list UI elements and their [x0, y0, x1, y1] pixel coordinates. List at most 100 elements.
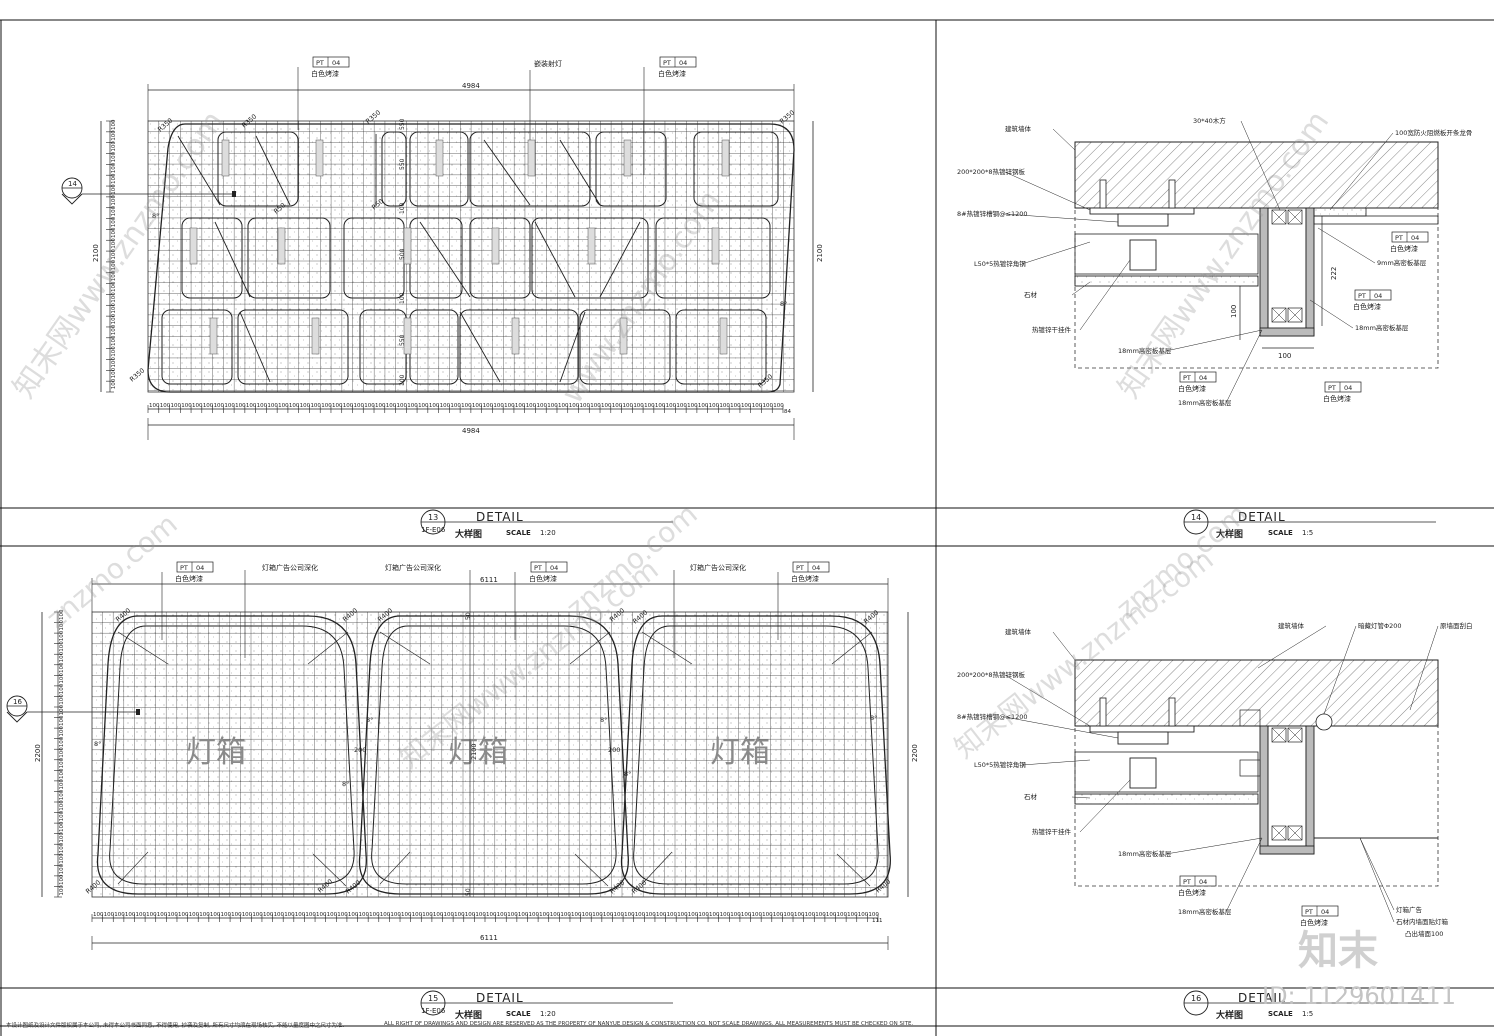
anchor-bolt [1099, 697, 1107, 727]
center-dimension-text: 2100 [470, 743, 478, 760]
radius-leader [117, 851, 149, 885]
row-dimension: 100 [111, 151, 117, 162]
spotlight-icon [587, 227, 596, 265]
panel-13-diagonal [559, 139, 601, 206]
dimension-text: 100 [167, 912, 178, 918]
row-dimension: 100 [59, 662, 65, 673]
material-leader [1004, 213, 1119, 223]
lightbox-inner-outline-2 [371, 625, 617, 885]
pt-callout-code: 04 [1199, 878, 1207, 886]
dimension-text: 100 [235, 403, 246, 409]
pt-callout-box [1301, 905, 1339, 917]
angle-label: 8° [624, 770, 631, 778]
section-14: 建筑墙体200*200*8热镀锌钢板8#热镀锌槽钢@≤1200L50*5热镀锌角… [957, 116, 1472, 407]
dimension-text: 100 [698, 912, 709, 918]
vertical-row-dimension: 100 [399, 374, 406, 386]
spotlight-icon [435, 139, 444, 177]
dimension-text: 100 [114, 912, 125, 918]
dimension-text: 100 [571, 912, 582, 918]
lightbox-outer-outline-3 [620, 615, 891, 895]
dimension-text: 100 [805, 912, 816, 918]
pt-callout-box [1179, 371, 1217, 383]
section-marker-arrow [6, 711, 28, 723]
gap-label: 200 [354, 746, 366, 754]
dimension-text: 100 [493, 403, 504, 409]
pt-callout-box [1324, 381, 1362, 393]
dimension-text: 100 [741, 912, 752, 918]
dimension-text: 100 [720, 912, 731, 918]
material-leader [1323, 625, 1357, 715]
material-leader [1165, 329, 1263, 352]
wood-batten [1239, 709, 1261, 727]
row-dimension: 100 [59, 620, 65, 631]
dimension-text: 100 [316, 912, 327, 918]
pt-callout-code: 04 [679, 59, 687, 67]
pt-callout-box [1391, 231, 1429, 243]
anchor-bolt [1168, 697, 1176, 727]
pt-callout-text: 白色烤漆 [175, 574, 203, 583]
material-leader [1004, 171, 1091, 211]
section-16: 建筑墙体200*200*8热镀锌钢板8#热镀锌槽钢@≤1200L50*5热镀锌角… [957, 621, 1473, 938]
pt-callout-box [1179, 875, 1217, 887]
dimension-text: 100 [429, 403, 440, 409]
row-dimension: 100 [59, 641, 65, 652]
dimension-text: 100 [569, 403, 580, 409]
panel-13-diagonal [599, 221, 641, 298]
dimension-text: 100 [1230, 305, 1238, 318]
sheet-reference: 1F-E06 [421, 526, 446, 534]
material-leader [1409, 625, 1439, 711]
row-dimension: 100 [111, 162, 117, 173]
radius-leader [379, 631, 431, 665]
p15-scale: 1:20 [540, 1010, 556, 1018]
wall-hatch [1074, 141, 1439, 209]
dimension-text: 100 [454, 912, 465, 918]
dimension-text: 100 [677, 912, 688, 918]
pt-callout-box [176, 561, 214, 573]
dimension-text: 100 [762, 403, 773, 409]
dimension-text: 100 [868, 912, 879, 918]
lightbox-note: 灯箱广告公司深化 [262, 563, 318, 572]
pt-callout-tag: PT [180, 564, 188, 572]
material-leader [1052, 631, 1076, 661]
angle-label: 8° [870, 714, 877, 722]
row-dimension: 100 [111, 216, 117, 227]
dimension-text: 100 [364, 403, 375, 409]
material-leader [1359, 837, 1395, 911]
material-leader [1309, 299, 1354, 329]
row-dimension: 100 [111, 378, 117, 389]
row-dimension: 100 [59, 715, 65, 726]
dimension-text: 100 [263, 912, 274, 918]
dimension-text: 100 [762, 912, 773, 918]
wood-batten [1287, 825, 1303, 841]
dimension-text: 100 [332, 403, 343, 409]
pt-callout-text: 白色烤漆 [1323, 394, 1351, 403]
ceiling-board [1313, 215, 1439, 225]
material-leader [1079, 779, 1131, 833]
dimension-text: 100 [592, 912, 603, 918]
pt-callout-code: 04 [1411, 234, 1419, 242]
dimension-text: 100 [635, 912, 646, 918]
dimension-text: 100 [624, 912, 635, 918]
spotlight-icon [491, 227, 500, 265]
angle-label: 8° [94, 740, 101, 748]
overall-dimension-text: 4984 [462, 82, 480, 90]
pt-callout-code: 04 [1199, 374, 1207, 382]
height-dimension-text: 2200 [911, 744, 919, 762]
dimension-text: 100 [359, 912, 370, 918]
row-dimension: 100 [111, 292, 117, 303]
dimension-text: 100 [135, 912, 146, 918]
dimension-text: 100 [422, 912, 433, 918]
sheet-reference: 1F-E06 [421, 1007, 446, 1015]
panel-13-cell [469, 217, 531, 299]
pt-callout-tag: PT [1183, 374, 1191, 382]
dimension-text: 100 [284, 912, 295, 918]
wood-batten-cross [1271, 825, 1287, 841]
detail-number: 15 [428, 994, 438, 1003]
spotlight-icon [277, 227, 286, 265]
row-dimension: 100 [111, 195, 117, 206]
row-dimension: 100 [59, 863, 65, 874]
row-dimension: 100 [59, 757, 65, 768]
board-right [1305, 207, 1315, 337]
